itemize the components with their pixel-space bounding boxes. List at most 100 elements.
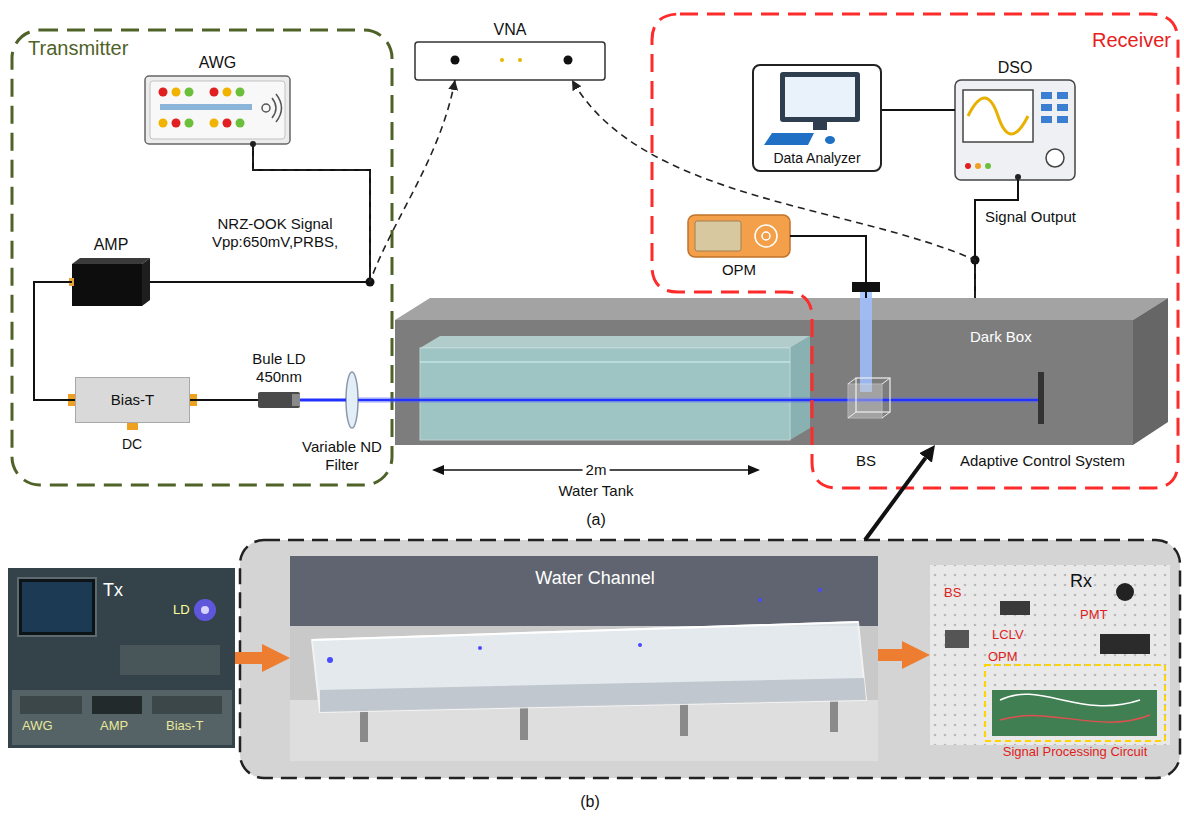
water-photo-drawing xyxy=(290,556,878,761)
dark-box-drawing xyxy=(395,320,1133,445)
part-label: Adaptive Control System xyxy=(960,452,1125,470)
tx-photo-text-holder: Tx xyxy=(103,580,123,602)
port-label-holder: DC xyxy=(122,436,142,453)
water-photo-drawing xyxy=(520,706,528,740)
dimension-label: 2m xyxy=(583,461,610,479)
awg-drawing xyxy=(272,94,282,122)
adaptive-element xyxy=(1038,372,1044,424)
circuit-box: Signal Processing Circuit xyxy=(985,665,1165,741)
water-photo-drawing xyxy=(360,708,368,742)
circuit-box-text-holder: Signal Processing Circuit xyxy=(1003,744,1148,760)
vna-drawing xyxy=(415,42,605,80)
wire xyxy=(190,399,258,401)
computer-drawing xyxy=(752,64,882,172)
ld-drawing xyxy=(258,392,300,408)
adaptive-element xyxy=(1038,372,1044,424)
part-label-holder: Adaptive Control System xyxy=(960,452,1125,470)
water-channel-photo-text: Water Channel xyxy=(535,568,654,590)
port-label: DC xyxy=(122,436,142,453)
awg-drawing xyxy=(160,104,252,110)
dark-box-drawing xyxy=(790,336,810,440)
receiver-region-text-holder: Receiver xyxy=(1092,28,1171,52)
dimension-arrow xyxy=(748,465,760,475)
water-photo-drawing xyxy=(312,622,858,640)
lens-drawing xyxy=(346,372,358,428)
rx-photo-drawing xyxy=(985,665,1165,741)
nd-filter-text: Variable ND Filter xyxy=(296,438,388,474)
laser-diode-text-holder: Bule LD 450nm xyxy=(247,350,311,386)
oscilloscope-text-holder: DSO xyxy=(998,58,1033,77)
panel-label: (a) xyxy=(586,510,606,529)
region-outline xyxy=(652,14,1178,488)
panel-b: (b)Water ChannelRxBSLCLVPMTOPMSignal Pro… xyxy=(240,540,1180,778)
wire xyxy=(790,236,866,298)
water-photo-drawing xyxy=(830,698,838,732)
oscilloscope-drawing xyxy=(955,80,1075,180)
signal-label: Signal Output xyxy=(985,208,1076,226)
tx-photo-drawing xyxy=(8,568,235,748)
rx-photo-drawing xyxy=(1000,694,1140,706)
oscilloscope-drawing xyxy=(1041,116,1052,123)
part-label: BS xyxy=(856,452,876,470)
wire xyxy=(150,144,370,282)
optical-power-meter: OPM xyxy=(688,215,790,257)
oscilloscope-drawing xyxy=(1041,92,1052,99)
awg-drawing xyxy=(262,104,270,112)
rx-photo-text-holder: Rx xyxy=(1070,571,1092,593)
rx-photo-drawing xyxy=(945,630,969,648)
computer-drawing xyxy=(785,77,855,117)
water-photo-drawing xyxy=(478,646,482,650)
oscilloscope-drawing xyxy=(1041,104,1052,111)
oscilloscope-drawing xyxy=(1046,149,1064,167)
tx-photo-text: Tx xyxy=(103,580,123,602)
dark-box-drawing xyxy=(395,298,1168,320)
rx-photo-drawing xyxy=(930,565,1170,745)
tx-photo-drawing xyxy=(22,582,92,632)
nd-filter: Variable ND Filter xyxy=(346,372,358,428)
power-meter-drawing xyxy=(762,232,770,240)
water-channel-photo-text-holder: Water Channel xyxy=(535,568,654,590)
tx-photo-text-holder: Bias-T xyxy=(166,718,204,734)
awg-drawing xyxy=(145,76,290,144)
oscilloscope-drawing xyxy=(985,163,991,169)
rx-photo-text-holder: LCLV xyxy=(992,627,1024,643)
awg-drawing xyxy=(172,119,181,128)
rx-photo-text: LCLV xyxy=(992,627,1024,643)
rx-photo-drawing xyxy=(1000,715,1150,722)
beam-splitter xyxy=(848,378,890,418)
laser-diode-text: Bule LD 450nm xyxy=(247,350,311,386)
vna-drawing xyxy=(564,56,573,65)
oscilloscope-drawing xyxy=(1057,116,1068,123)
awg-device: AWG xyxy=(145,76,290,144)
transmitter-region: TransmitterAWGAMPBias-TBule LD 450nmVari… xyxy=(12,30,392,485)
tx-photo-drawing xyxy=(92,696,142,714)
dark-box-drawing xyxy=(1133,298,1168,445)
oscilloscope-drawing xyxy=(955,80,1075,180)
data-analyzer-text-holder: Data Analyzer xyxy=(754,150,880,167)
wire xyxy=(882,109,955,111)
laser-beam xyxy=(300,399,346,402)
tx-photo-drawing xyxy=(18,578,96,636)
awg-drawing xyxy=(172,88,181,97)
tx-photo-text-holder: LD xyxy=(173,602,190,618)
ld-drawing xyxy=(292,394,300,406)
data-analyzer: Data Analyzer xyxy=(752,64,882,172)
tx-photo-text: AMP xyxy=(100,718,128,734)
dashed-arrow xyxy=(572,80,975,298)
tx-photo-text-holder: AMP xyxy=(100,718,128,734)
computer-drawing xyxy=(752,64,882,172)
panel-label-holder: (a) xyxy=(586,510,606,529)
amp-drawing xyxy=(72,264,142,306)
water-photo-drawing xyxy=(320,678,866,712)
power-meter-drawing xyxy=(755,225,777,247)
rx-photo-text: Rx xyxy=(1070,571,1092,593)
pointer-arrow xyxy=(865,458,926,540)
amp-drawing xyxy=(72,258,150,264)
vna-drawing xyxy=(500,58,504,62)
dark-box-drawing xyxy=(420,362,790,363)
rx-photo-drawing xyxy=(1000,601,1030,615)
part-label: Water Tank xyxy=(558,482,633,500)
tx-photo-drawing xyxy=(20,696,82,714)
beam-splitter xyxy=(882,412,890,418)
computer-drawing xyxy=(780,72,860,122)
